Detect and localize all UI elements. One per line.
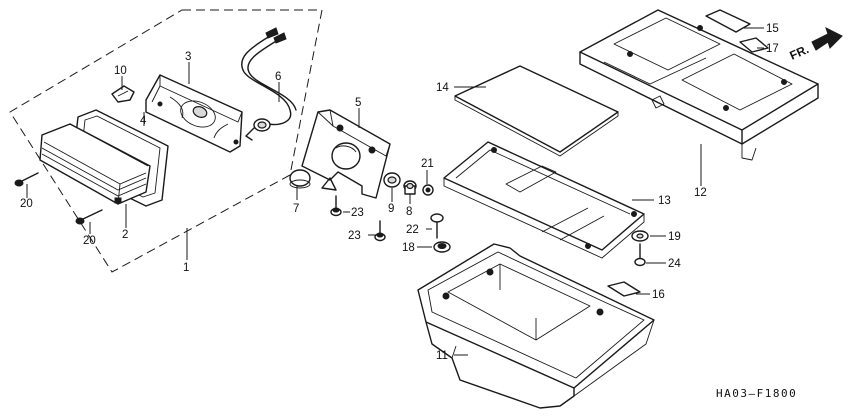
callout-14: 14: [436, 82, 449, 94]
callout-21: 21: [421, 158, 434, 170]
part-22-bolt: [430, 213, 444, 239]
leader-lines: [26, 27, 764, 356]
callout-labels: 1 2 3 4 5 6 7 8 9 10 11 12 13 14 15 16 1…: [20, 23, 779, 362]
callout-10: 10: [114, 65, 127, 77]
callout-2: 2: [122, 229, 128, 241]
part-13-tray: [443, 141, 645, 259]
part-21-nut: [422, 184, 434, 196]
callout-16: 16: [652, 289, 665, 301]
direction-label: FR.: [788, 42, 811, 63]
callout-19: 19: [668, 231, 681, 243]
callout-20b: 20: [83, 235, 96, 247]
callout-20a: 20: [20, 198, 33, 210]
callout-1: 1: [183, 262, 189, 274]
callout-5: 5: [355, 97, 361, 109]
part-2-lens: [39, 123, 151, 205]
part-14-pad: [454, 65, 619, 157]
callout-23a: 23: [351, 207, 364, 219]
callout-24: 24: [668, 258, 681, 270]
front-arrow-icon: [811, 27, 843, 51]
part-10-bulb: [111, 85, 135, 103]
part-24-bolt: [634, 243, 646, 267]
callout-11: 11: [436, 350, 448, 362]
callout-15: 15: [766, 23, 779, 35]
part-8-collar: [403, 180, 417, 195]
part-18-washer: [433, 241, 451, 253]
callout-13: 13: [658, 195, 671, 207]
part-11-case: [417, 243, 655, 409]
part-6-socket: [241, 27, 297, 141]
callout-18: 18: [402, 242, 415, 254]
part-7-grommet: [289, 169, 311, 189]
part-20-screw-a: [14, 172, 39, 187]
part-16-pad: [607, 281, 641, 297]
part-23-bolt-a: [330, 195, 342, 217]
part-9-mount: [383, 172, 401, 188]
callout-6: 6: [275, 71, 281, 83]
part-20-screw-b: [75, 209, 103, 225]
callout-9: 9: [388, 203, 394, 215]
part-15-label: [705, 9, 751, 33]
assembly-boundary: [9, 9, 323, 273]
callout-3: 3: [185, 51, 191, 63]
callout-8: 8: [406, 206, 412, 218]
callout-12: 12: [694, 187, 707, 199]
part-12-cover: [579, 9, 819, 161]
callout-7: 7: [293, 203, 299, 215]
part-5-bracket: [301, 109, 391, 199]
callout-4: 4: [140, 115, 147, 127]
callout-23b: 23: [348, 230, 361, 242]
part-23-bolt-b: [374, 220, 386, 242]
part-3-housing: [145, 74, 243, 153]
drawing-code: HA03–F1800: [716, 387, 797, 400]
callout-17: 17: [766, 43, 779, 55]
part-19-collar: [631, 230, 649, 242]
callout-22: 22: [406, 224, 419, 236]
